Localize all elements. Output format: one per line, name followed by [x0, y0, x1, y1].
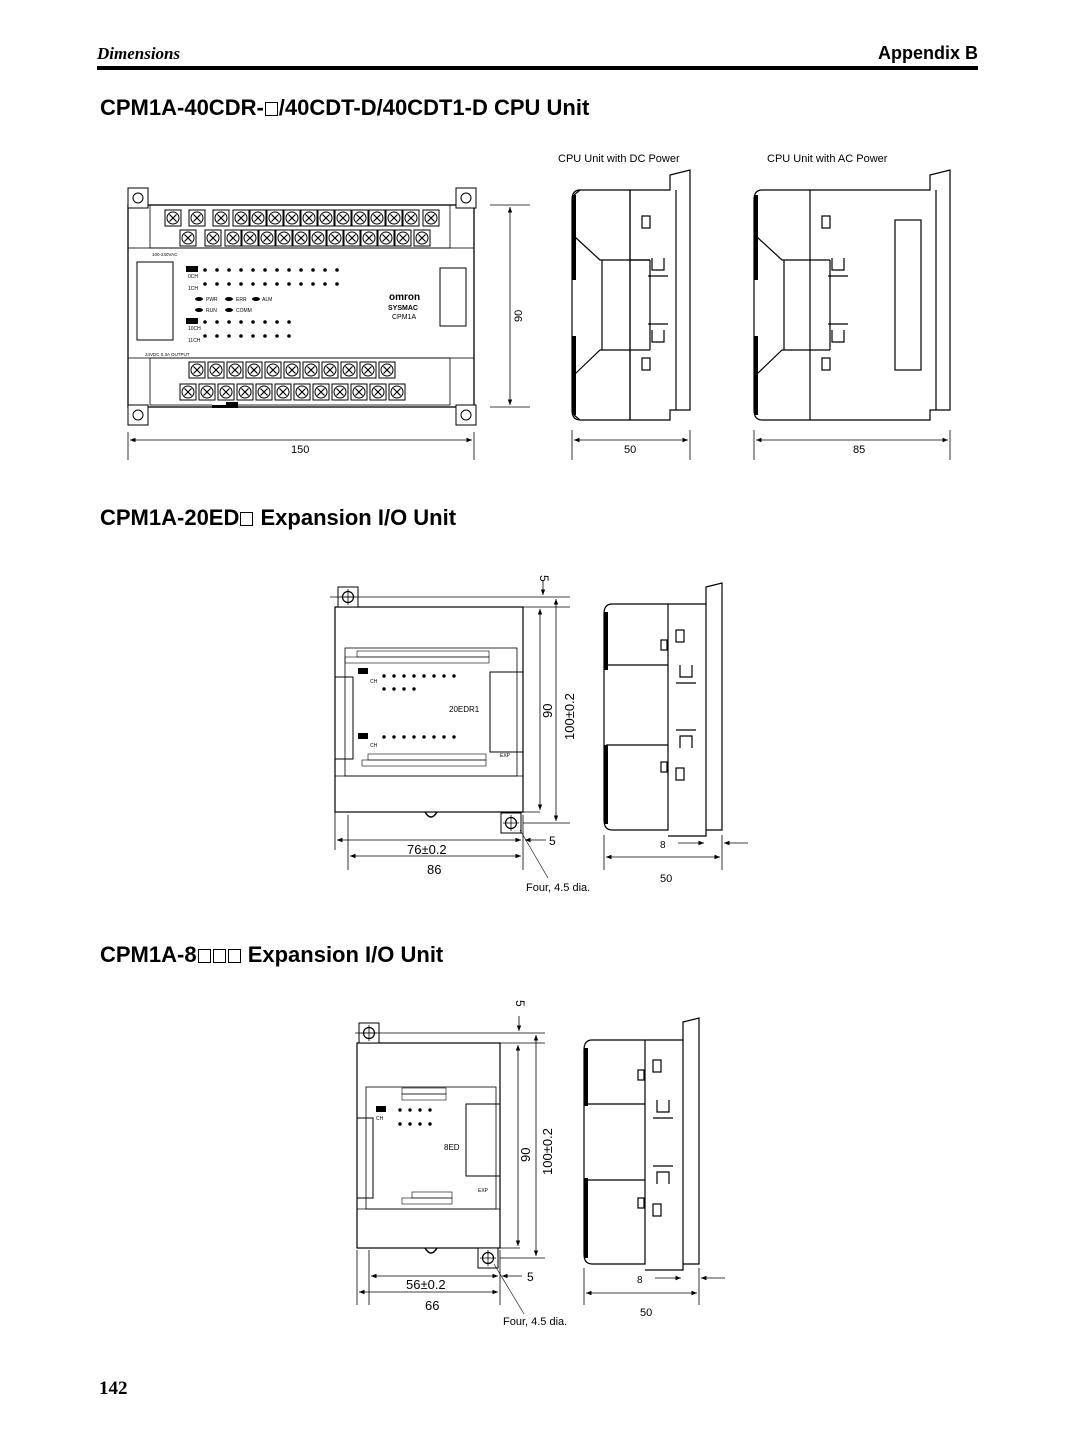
section-title-8-unit: CPM1A-8 Expansion I/O Unit — [100, 942, 443, 968]
ed20-inner-width-label: 76±0.2 — [407, 842, 447, 857]
cpu-front-view: 0CH 1CH PWR ERR ALM RUN COMM 10CH 11CH o… — [127, 187, 477, 426]
ac-label: 100-240VAC — [152, 252, 178, 257]
ed20-exp-label: EXP — [500, 753, 511, 759]
header-rule — [97, 66, 978, 70]
ed8-depth-label: 50 — [640, 1307, 652, 1319]
cpu-dc-depth-dim — [571, 430, 691, 460]
ed20-dimension-lines — [330, 580, 570, 879]
led-comm: COMM — [236, 308, 252, 314]
ed20-depth-label: 50 — [660, 873, 672, 885]
running-header-appendix: Appendix B — [877, 43, 978, 63]
led-err: ERR — [236, 297, 247, 303]
brand-logo: omron — [389, 292, 420, 303]
model-label: CPM1A — [392, 314, 416, 321]
cpu-dc-depth-label: 50 — [624, 444, 636, 456]
ed20-ch-label-out: CH — [370, 743, 378, 749]
ed20-model-label: 20EDR1 — [449, 705, 480, 714]
placeholder-box — [227, 949, 241, 963]
ed20-outer-width-label: 86 — [427, 862, 441, 877]
page-number: 142 — [99, 1378, 128, 1399]
ed20-inner-height-label: 90 — [540, 704, 555, 718]
ed20-leds — [358, 668, 456, 739]
ed20-front-view — [334, 606, 524, 818]
ed8-front-view — [356, 1042, 501, 1254]
cpu-ac-depth-dim — [753, 430, 951, 460]
ed8-outer-height-label: 100±0.2 — [540, 1128, 555, 1175]
ed8-inner-width-label: 56±0.2 — [406, 1277, 446, 1292]
ed8-depth-dim — [583, 1268, 725, 1305]
led-pwr: PWR — [206, 297, 218, 303]
ed20-outer-height-label: 100±0.2 — [562, 693, 577, 740]
ed8-leds — [376, 1106, 432, 1126]
ed20-terminal-labels — [344, 650, 490, 767]
ed8-depth-offset-label: 8 — [637, 1275, 643, 1286]
ed8-hole-note: Four, 4.5 dia. — [503, 1316, 568, 1328]
title-prefix: CPM1A-8 — [100, 942, 197, 967]
series-label: SYSMAC — [388, 305, 418, 312]
output-label: 24VDC 0.3A OUTPUT — [145, 352, 190, 357]
ed20-side-offset-label: 5 — [549, 834, 556, 848]
ch-in-0: 0CH — [188, 274, 198, 280]
title-suffix: Expansion I/O Unit — [241, 942, 444, 967]
ed20-depth-dim — [603, 835, 748, 870]
ed20-hole-note: Four, 4.5 dia. — [526, 882, 591, 894]
cpu-side-view-dc — [571, 169, 691, 421]
ed8-exp-label: EXP — [478, 1188, 489, 1194]
ed8-model-label: 8ED — [444, 1143, 460, 1152]
title-prefix: CPM1A-40CDR- — [100, 95, 264, 120]
ed20-side-view — [603, 582, 723, 837]
ch-out-11: 11CH — [188, 338, 201, 344]
cpu-dimension-lines — [127, 204, 530, 460]
caption-ac-power: CPU Unit with AC Power — [767, 153, 888, 165]
placeholder-box — [264, 102, 278, 116]
ed8-outer-width-label: 66 — [425, 1298, 439, 1313]
led-alm: ALM — [262, 297, 272, 303]
ed20-ch-label: CH — [370, 679, 378, 685]
cpu-width-label: 150 — [291, 444, 309, 456]
caption-dc-power: CPU Unit with DC Power — [558, 153, 680, 165]
ed8-dimension-lines — [355, 1016, 545, 1315]
ed8-ch-label: CH — [376, 1116, 384, 1122]
cpu-ac-depth-label: 85 — [853, 444, 865, 456]
section-title-20ed-unit: CPM1A-20ED Expansion I/O Unit — [100, 505, 456, 531]
ed8-terminal-labels — [401, 1087, 453, 1205]
title-suffix: /40CDT-D/40CDT1-D CPU Unit — [278, 95, 590, 120]
section-title-cpu-unit: CPM1A-40CDR- /40CDT-D/40CDT1-D CPU Unit — [100, 95, 589, 121]
cpu-side-view-ac — [753, 169, 951, 421]
title-prefix: CPM1A-20ED — [100, 505, 240, 530]
ch-in-1: 1CH — [188, 286, 198, 292]
ed20-top-offset-label: 5 — [537, 575, 551, 582]
led-run: RUN — [206, 308, 217, 314]
ed8-inner-height-label: 90 — [518, 1148, 533, 1162]
placeholder-box — [212, 949, 226, 963]
ch-out-10: 10CH — [188, 326, 201, 332]
running-header-section: Dimensions — [97, 44, 181, 63]
cpu-height-label: 90 — [513, 310, 525, 322]
ed20-depth-offset-label: 8 — [660, 840, 666, 851]
placeholder-box — [240, 512, 254, 526]
ed8-side-offset-label: 5 — [527, 1270, 534, 1284]
title-suffix: Expansion I/O Unit — [254, 505, 457, 530]
ed8-side-view — [583, 1017, 700, 1271]
placeholder-box — [197, 949, 211, 963]
ed8-top-offset-label: 5 — [513, 1000, 527, 1007]
